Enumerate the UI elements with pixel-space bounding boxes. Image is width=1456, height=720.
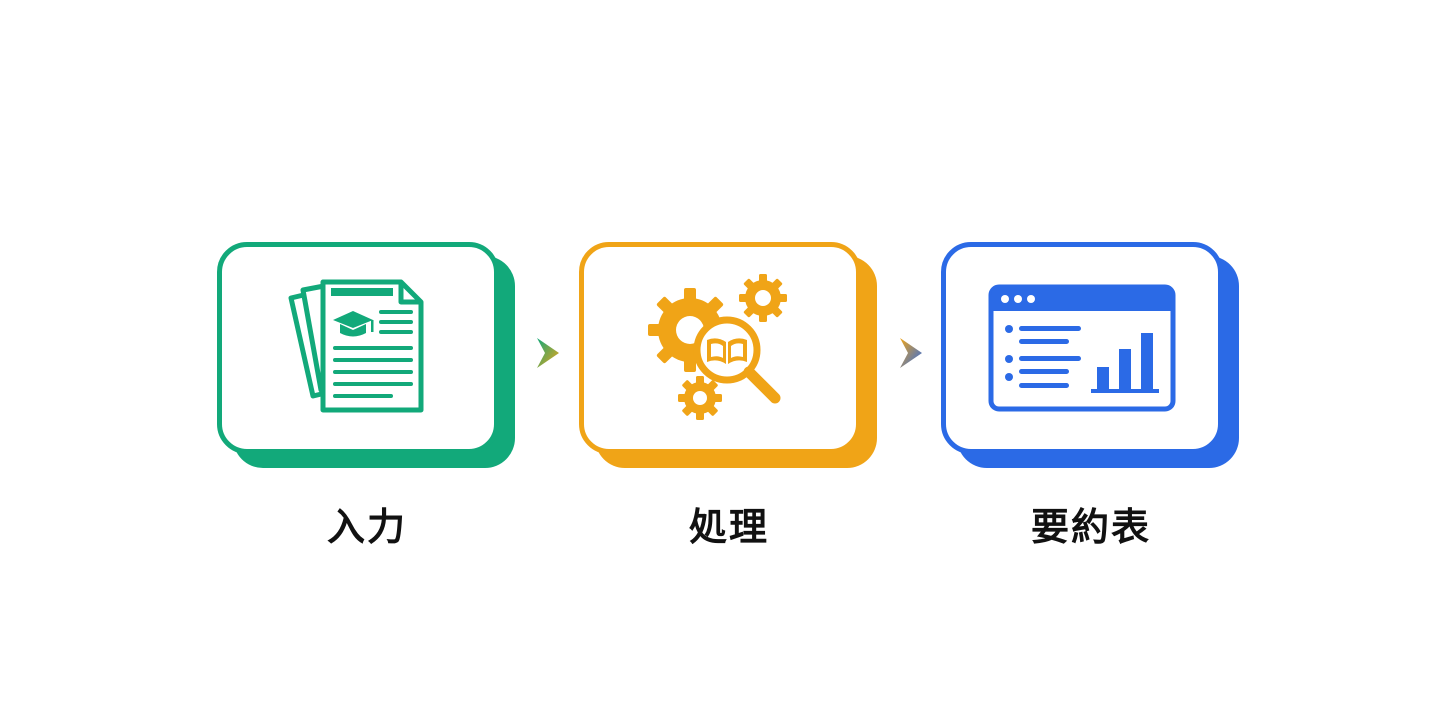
chevron-right-icon — [900, 338, 922, 368]
summary-card — [941, 242, 1223, 454]
documents-graduation-cap-icon — [288, 279, 424, 413]
step-label: 要約表 — [1030, 505, 1151, 549]
gears-magnifier-book-icon — [648, 274, 787, 420]
input-card — [217, 242, 499, 454]
browser-list-bar-chart-icon — [988, 284, 1176, 412]
process-card — [579, 242, 861, 454]
step-label: 入力 — [326, 505, 407, 549]
chevron-right-icon — [537, 338, 559, 368]
step-label: 処理 — [688, 505, 769, 549]
